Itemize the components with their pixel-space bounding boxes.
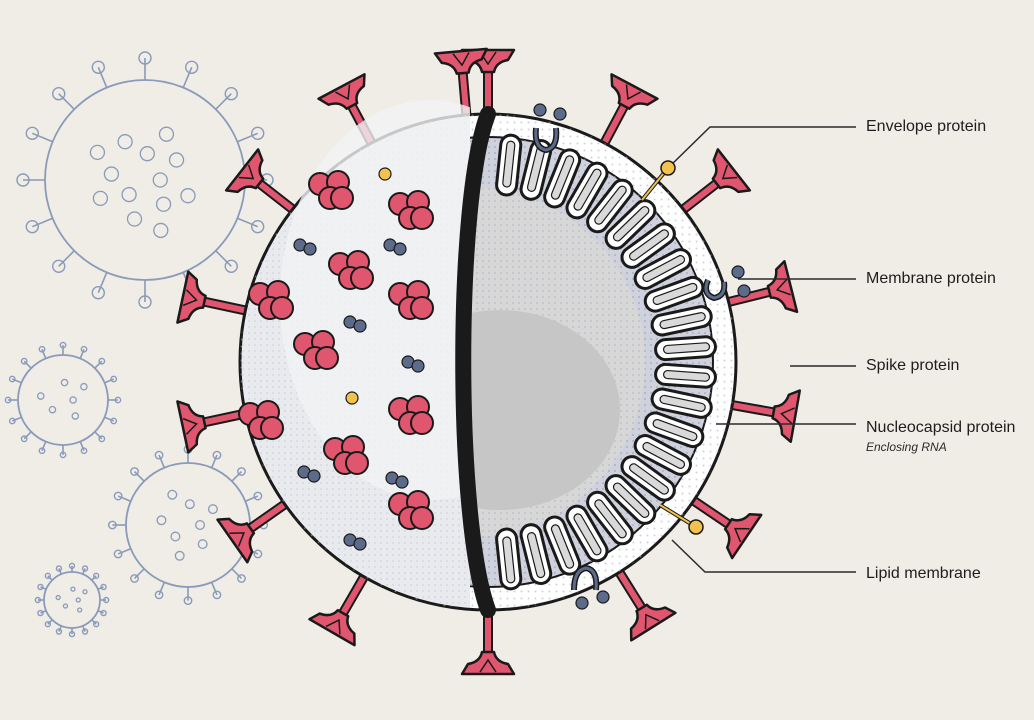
coil [565, 161, 609, 220]
spike-cluster [388, 190, 434, 230]
coil [650, 305, 713, 337]
spike-cluster [248, 280, 294, 320]
coil [633, 434, 692, 476]
spike-protein [610, 562, 677, 642]
coil [643, 275, 705, 313]
cutaway-edge [455, 106, 496, 618]
leader-envelope [667, 126, 856, 169]
label-envelope-protein: Envelope protein [866, 118, 987, 135]
label-enclosing-rna: Enclosing RNA [866, 440, 947, 454]
spike-cluster [388, 490, 434, 530]
background-viruses [4, 51, 274, 638]
spike-protein [216, 494, 296, 564]
label-spike-protein: Spike protein [866, 357, 960, 374]
coil [604, 474, 657, 525]
spike-protein [595, 73, 659, 154]
coil [543, 515, 582, 576]
spike-cluster [238, 400, 284, 440]
coil [654, 335, 717, 362]
spike-protein [176, 270, 256, 324]
spike-cluster [388, 280, 434, 320]
coil [650, 387, 713, 419]
membrane-protein-marker [731, 265, 745, 279]
spike-cluster [328, 250, 374, 290]
coil [654, 362, 717, 389]
small-virus [34, 562, 110, 638]
nucleocapsid-coils [495, 133, 717, 591]
envelope-protein-marker [660, 160, 676, 176]
coil [586, 490, 634, 546]
spike-cluster [388, 395, 434, 435]
spike-protein [308, 566, 373, 647]
spike-cluster [293, 330, 339, 370]
label-membrane-protein: Membrane protein [866, 270, 996, 287]
right-edge-proteins [532, 103, 751, 610]
small-virus [4, 341, 122, 459]
leader-lines [667, 126, 856, 573]
coil [643, 411, 705, 449]
leader-lipid [671, 539, 856, 573]
spike-proteins [176, 47, 802, 676]
coil [586, 178, 634, 234]
coil [633, 248, 692, 290]
envelope-protein-dot [378, 167, 392, 181]
coil [495, 133, 523, 197]
surface-proteins [238, 167, 434, 551]
spike-protein [722, 389, 802, 444]
coil [519, 523, 553, 586]
coil [565, 504, 609, 563]
envelope-protein-dot [345, 391, 359, 405]
coil [620, 222, 676, 269]
coil [604, 199, 657, 250]
label-lipid-membrane: Lipid membrane [866, 565, 981, 582]
small-virus [16, 51, 274, 309]
label-nucleocapsid-protein: Nucleocapsid protein [866, 419, 1016, 436]
coil [620, 455, 676, 502]
spike-cluster [308, 170, 354, 210]
coil [543, 148, 582, 209]
spike-cluster [323, 435, 369, 475]
coil [495, 527, 523, 591]
